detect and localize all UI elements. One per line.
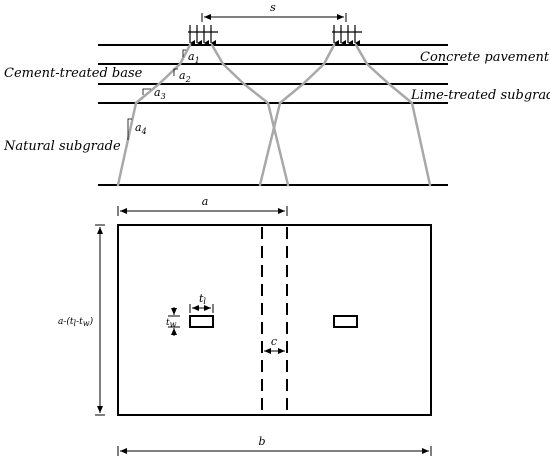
angle-markers [127,49,186,140]
dimension-b [117,446,432,456]
slab-outline [117,224,432,416]
spread-line-right-outer [354,43,432,187]
angle-label-a1: a1 [188,50,200,65]
angle-label-a4: a4 [135,121,147,136]
load-patch-left [189,315,214,328]
load-spread-lines [116,43,432,187]
label-lime-treated-subgrade: Lime-treated subgrade [410,88,550,103]
dimension-c-label: c [271,335,277,348]
load-patch-right [333,315,358,328]
label-cement-treated-base: Cement-treated base [4,66,143,81]
dimension-side-label: a-(tl-tw) [58,316,94,328]
angle-marker-a3 [142,88,151,95]
spread-line-left-outer [116,43,192,187]
angle-marker-a4 [127,118,132,140]
layer-boundaries [98,44,448,186]
dimension-tw-label: tw [166,318,177,329]
angle-label-a2: a2 [179,69,191,84]
dimension-s [201,13,347,22]
label-natural-subgrade: Natural subgrade [3,139,121,154]
angle-marker-a1 [182,49,186,57]
wheel-load-right [332,25,362,46]
dimension-tl-label: tl [199,292,206,306]
spread-line-left-inner [210,43,290,187]
wheel-load-left [188,25,218,46]
angle-marker-a2 [173,68,178,76]
dimension-tw [168,307,180,336]
dimension-side [95,224,105,416]
dimension-b-label: b [258,435,265,448]
spread-line-right-inner [258,43,336,187]
dimension-tl [189,304,214,313]
crack-lines [261,227,288,413]
dimension-s-label: s [270,1,276,14]
label-concrete-pavement: Concrete pavement [420,50,550,65]
dimension-a-label: a [202,195,209,208]
angle-label-a3: a3 [154,86,166,101]
dimension-a [117,206,288,216]
